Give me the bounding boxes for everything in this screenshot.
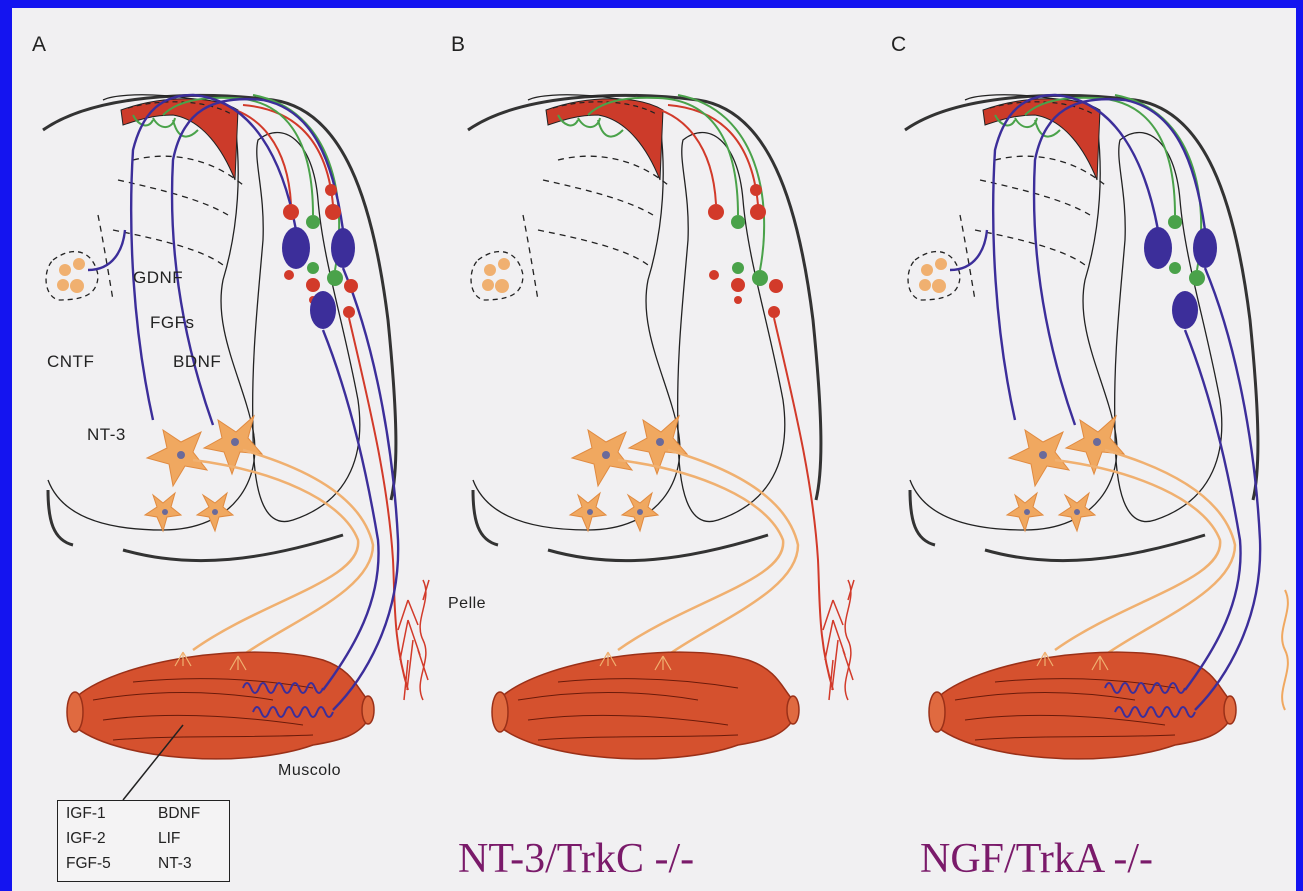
label-cntf: CNTF: [47, 352, 94, 372]
muscle-factor: IGF-1: [66, 805, 106, 823]
panel-letter-b: B: [451, 33, 465, 57]
caption-panel-c: NGF/TrkA -/-: [920, 835, 1153, 883]
muscle-factor: FGF-5: [66, 855, 111, 873]
label-gdnf: GDNF: [133, 268, 183, 288]
muscle-factor: NT-3: [158, 855, 192, 873]
muscle-factors-box: IGF-1 IGF-2 FGF-5 BDNF LIF NT-3: [57, 800, 230, 882]
muscle-factor: BDNF: [158, 805, 200, 823]
caption-panel-b: NT-3/TrkC -/-: [458, 835, 694, 883]
label-fgfs: FGFs: [150, 313, 195, 333]
muscle-factor: IGF-2: [66, 830, 106, 848]
label-bdnf: BDNF: [173, 352, 221, 372]
label-muscle: Muscolo: [278, 762, 341, 780]
panel-a-drawing: [43, 95, 429, 800]
label-nt3: NT-3: [87, 425, 126, 445]
label-skin: Pelle: [448, 595, 486, 613]
panel-b-drawing: [468, 95, 854, 759]
panel-letter-a: A: [32, 33, 46, 57]
panel-letter-c: C: [891, 33, 906, 57]
muscle-factor: LIF: [158, 830, 180, 848]
panel-c-drawing: [905, 95, 1288, 759]
